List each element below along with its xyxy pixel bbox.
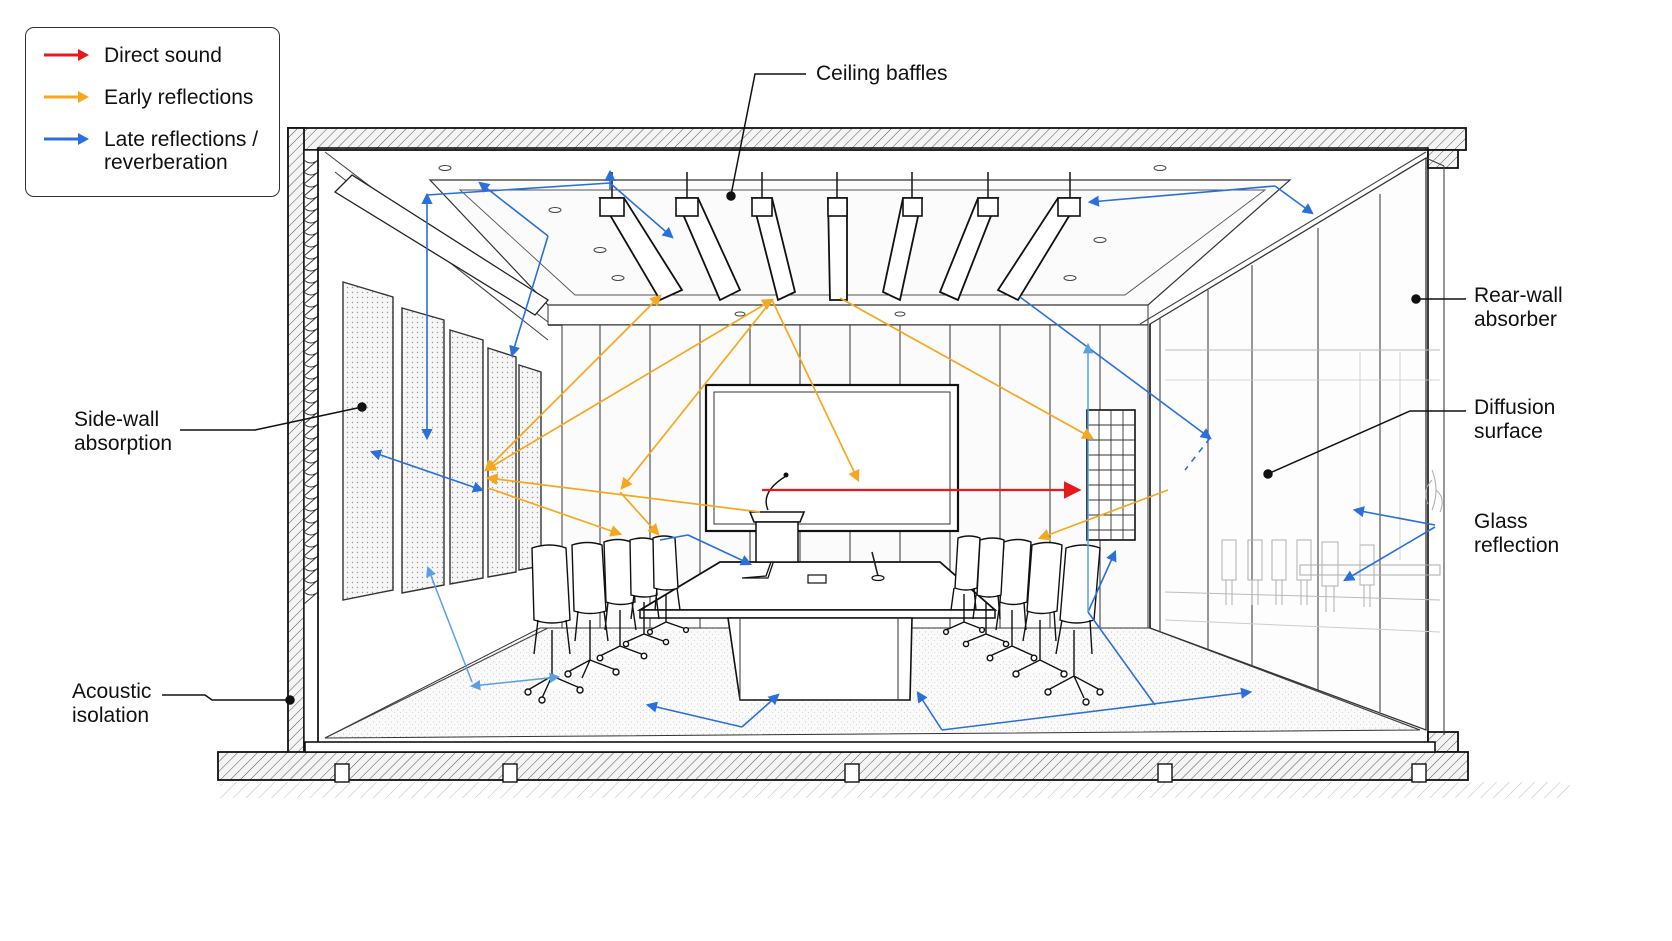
callout-diffusion-surface: Diffusion surface: [1474, 396, 1556, 443]
late-reflection-arrow: [1087, 185, 1276, 207]
display-screen: [704, 383, 960, 533]
legend-item-late-reflections: Late reflections / reverberation: [42, 128, 258, 174]
ceiling-baffles-leader: [730, 73, 806, 196]
callout-ceiling-baffles: Ceiling baffles: [816, 62, 948, 85]
late-reflection-arrow: [1087, 549, 1117, 613]
early-reflection-paths: [483, 294, 1169, 541]
late-reflection-arrow: [659, 534, 689, 541]
diffusion-dot: [1263, 469, 1273, 479]
diffusion-panel: [1086, 409, 1136, 541]
late-reflection-arrow: [478, 181, 549, 237]
blue-arrow-icon: [44, 133, 89, 145]
late-reflection-arrow: [426, 566, 473, 683]
chair: [646, 535, 690, 636]
acoustic-isolation-leader: [162, 694, 290, 701]
chair: [1012, 541, 1068, 678]
glass-wall: [1149, 156, 1445, 735]
callout-acoustic-isolation: Acoustic isolation: [72, 680, 152, 727]
late-reflection-arrow: [1274, 185, 1314, 215]
red-arrow-icon: [44, 49, 89, 61]
callout-side-wall-absorption: Side-wall absorption: [74, 408, 173, 455]
side-wall-panels: [342, 281, 542, 601]
legend-label: Early reflections: [104, 86, 254, 109]
late-reflection-arrow: [741, 693, 780, 728]
callout-leaders: [162, 73, 1466, 705]
ceiling-baffle: [598, 172, 684, 302]
legend-label: Direct sound: [104, 44, 222, 67]
late-reflection-paths-light: [426, 342, 1094, 691]
acoustic-isolation-dot: [285, 695, 295, 705]
conference-table: [636, 547, 998, 701]
absorption-panel: [342, 281, 394, 601]
chair: [986, 538, 1038, 662]
side-wall-leader: [180, 406, 363, 431]
ceiling-baffle: [750, 172, 797, 302]
early-reflection-arrow: [620, 299, 773, 490]
late-reflection-arrow: [916, 691, 943, 731]
early-reflection-arrow: [487, 487, 623, 537]
absorption-panel: [487, 347, 517, 578]
early-reflection-arrow: [1037, 489, 1169, 541]
late-reflection-arrow: [1087, 611, 1156, 706]
absorption-panel: [401, 307, 445, 594]
legend-item-early-reflections: Early reflections: [42, 86, 253, 109]
late-reflection-arrow: [1352, 506, 1436, 526]
ceiling-baffles: [598, 172, 1082, 302]
late-reflection-arrow: [426, 182, 611, 196]
ceiling-baffle: [881, 172, 924, 302]
early-reflection-arrow: [485, 473, 761, 513]
chair: [942, 535, 986, 636]
room-shell: [217, 127, 1469, 783]
rear-wall-dot: [1411, 294, 1421, 304]
late-reflection-arrow: [469, 672, 561, 691]
late-reflection-arrow: [1343, 526, 1436, 582]
early-reflection-arrow: [483, 298, 775, 472]
chairs-left: [524, 535, 690, 704]
side-wall-dot: [357, 402, 367, 412]
ground-hatch: [220, 782, 1570, 798]
late-reflection-arrow: [645, 701, 743, 728]
chair: [596, 538, 648, 662]
ceiling-baffle: [674, 172, 742, 302]
legend-item-direct-sound: Direct sound: [42, 44, 222, 67]
podium: [748, 472, 806, 563]
ceiling-baffle: [938, 172, 1000, 302]
diffusion-leader: [1269, 410, 1466, 474]
absorption-panel: [518, 364, 542, 571]
legend-label: Late reflections / reverberation: [104, 128, 259, 174]
chair: [962, 537, 1010, 648]
ceiling-baffle: [827, 172, 848, 301]
early-reflection-arrow: [619, 491, 660, 536]
callout-rear-wall-absorber: Rear-wall absorber: [1474, 284, 1563, 331]
early-reflection-arrow: [839, 297, 1095, 440]
early-reflection-arrow: [771, 299, 860, 483]
chair: [1044, 544, 1104, 706]
ceiling-baffles-dot: [726, 191, 736, 201]
late-reflection-arrow: [369, 449, 485, 493]
orange-arrow-icon: [44, 91, 89, 103]
ceiling: [333, 165, 1292, 326]
late-reflection-arrow: [941, 687, 1253, 731]
late-reflection-paths: [369, 169, 1436, 731]
ceiling-baffle: [996, 172, 1082, 302]
late-reflection-arrow: [1019, 296, 1212, 440]
legend: Direct sound Early reflections Late refl…: [25, 27, 280, 197]
absorption-panel: [449, 329, 484, 585]
chairs-right: [942, 535, 1104, 706]
late-reflection-arrow: [609, 182, 674, 239]
callout-glass-reflection: Glass reflection: [1474, 510, 1560, 557]
late-reflection-arrow: [687, 534, 753, 566]
chair: [564, 541, 620, 679]
